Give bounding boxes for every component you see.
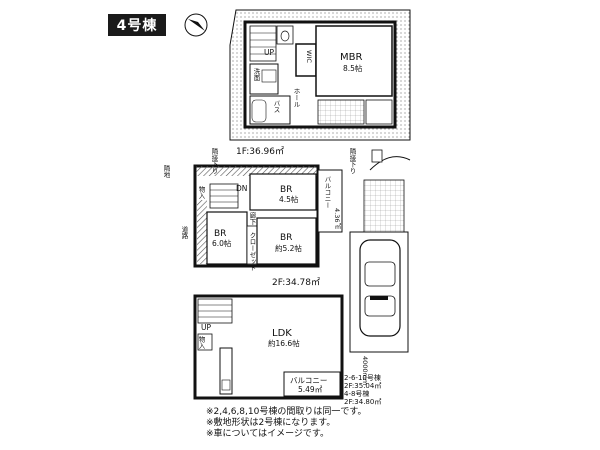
dimension-label: 4000mm bbox=[361, 356, 369, 385]
floor-1-plan: UP WIC MBR 8.5帖 洗面 バス ホール 1F:36.96㎡ bbox=[229, 9, 411, 171]
f3-balcony-size: 5.49㎡ bbox=[298, 385, 323, 394]
f3-up-label: UP bbox=[201, 323, 211, 332]
neighbor-label: 隣地 bbox=[162, 164, 170, 179]
floor-2-plan: DN 物入 BR 4.5帖 廊下 BR 6.0帖 クローゼット BR 約5.2帖… bbox=[193, 164, 343, 288]
spec-line-2: 2F:35.04㎡ bbox=[344, 382, 382, 390]
f2-br2-size: 6.0帖 bbox=[212, 238, 232, 248]
road-label: 道路 bbox=[180, 225, 188, 241]
building-title: 4号棟 bbox=[108, 14, 166, 36]
f3-storage-label: 物入 bbox=[197, 335, 205, 350]
f2-br1-label: BR bbox=[280, 185, 292, 195]
f1-up-label: UP bbox=[264, 48, 274, 57]
f2-hall-label: 廊下 bbox=[248, 211, 256, 227]
f2-dn-label: DN bbox=[236, 184, 247, 193]
f1-washroom-label: 洗面 bbox=[252, 67, 260, 83]
f1-hall-label: ホール bbox=[292, 88, 300, 108]
note-2: ※敷地形状は2号棟になります。 bbox=[206, 418, 336, 428]
spec-line-3: 4-8号棟 bbox=[344, 390, 370, 398]
compass-north-icon bbox=[184, 13, 208, 37]
car-icon bbox=[359, 239, 401, 337]
f3-ldk-size: 約16.6帖 bbox=[268, 338, 300, 348]
f1-wic-label: WIC bbox=[305, 50, 313, 63]
note-1: ※2,4,6,8,10号棟の間取りは同一です。 bbox=[206, 407, 367, 417]
spec-line-4: 2F:34.80㎡ bbox=[344, 398, 382, 406]
f1-area-label: 1F:36.96㎡ bbox=[236, 146, 284, 157]
f2-br3-size: 約5.2帖 bbox=[275, 243, 302, 253]
f2-closet-label: クローゼット bbox=[248, 232, 256, 271]
f1-mbr-label: MBR bbox=[340, 52, 362, 63]
notes-block: ※2,4,6,8,10号棟の間取りは同一です。 ※敷地形状は2号棟になります。 … bbox=[206, 407, 446, 440]
f2-br1-size: 4.5帖 bbox=[279, 194, 299, 204]
f3-ldk-label: LDK bbox=[272, 328, 292, 339]
f2-br2-label: BR bbox=[214, 229, 226, 239]
f2-area-label: 2F:34.78㎡ bbox=[272, 277, 320, 288]
f2-balcony-label: バルコニー bbox=[323, 176, 331, 209]
note-3: ※車についてはイメージです。 bbox=[206, 429, 330, 439]
f1-bath-label: バス bbox=[272, 100, 280, 114]
f3-balcony-label: バルコニー bbox=[290, 376, 327, 385]
f2-br3-label: BR bbox=[280, 233, 292, 243]
spec-line-1: 2-6-10号棟 bbox=[344, 374, 381, 382]
neighbor-right-label: 隣接下り bbox=[348, 147, 356, 175]
neighbor-left-label: 隣接下り bbox=[210, 147, 218, 175]
f1-mbr-size: 8.5帖 bbox=[343, 63, 363, 73]
parking-area: 4000mm bbox=[349, 179, 409, 385]
f2-storage-label: 物入 bbox=[197, 185, 205, 200]
f2-balcony-size: 4.36㎡ bbox=[333, 208, 341, 230]
spec-block: 2-6-10号棟 2F:35.04㎡ 4-8号棟 2F:34.80㎡ bbox=[344, 374, 381, 406]
floor-3-plan: UP 物入 LDK 約16.6帖 バルコニー 5.49㎡ bbox=[193, 294, 344, 400]
